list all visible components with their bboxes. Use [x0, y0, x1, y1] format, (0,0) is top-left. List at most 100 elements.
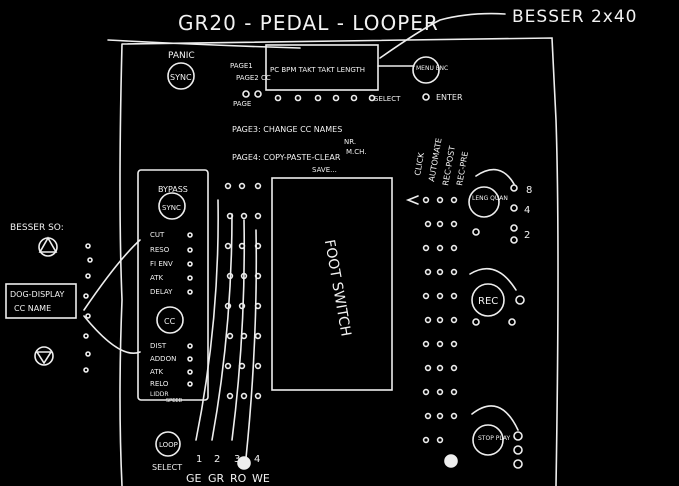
menu-encoder-knob[interactable]: [412, 56, 440, 84]
right-arrow: [405, 195, 419, 205]
right-led-column-3: [450, 196, 458, 420]
sketch-title: GR20 - PEDAL - LOOPER: [178, 11, 439, 35]
display-page-arrow: PAGE: [233, 100, 251, 108]
param-label-fienv: FI ENV: [150, 260, 173, 268]
panic-sync-knob[interactable]: [167, 62, 195, 90]
led: [85, 351, 91, 357]
led: [424, 364, 432, 372]
bypass-sync-knob[interactable]: [158, 192, 186, 220]
stop-play-knob[interactable]: [472, 424, 504, 456]
param-label-addon: ADDON: [150, 355, 176, 363]
page-button-b[interactable]: [254, 90, 262, 98]
display-button[interactable]: [314, 94, 322, 102]
page4-save: SAVE...: [312, 166, 337, 174]
param-led: [187, 343, 193, 349]
led: [450, 340, 458, 348]
param-led: [187, 369, 193, 375]
length-knob-arc: [475, 168, 515, 185]
wiring-lines: [195, 199, 258, 459]
bottom-num-2: 2: [214, 454, 220, 465]
page-button-a[interactable]: [242, 90, 250, 98]
panic-knob-label: SYNC: [170, 73, 192, 82]
menu-encoder-label: MENU ENC: [416, 65, 448, 72]
display-button[interactable]: [368, 94, 376, 102]
led: [422, 388, 430, 396]
led: [238, 182, 246, 190]
led: [436, 340, 444, 348]
triangle-knob: [38, 237, 58, 257]
led: [424, 268, 432, 276]
enclosure-outline: [119, 37, 559, 486]
led: [422, 292, 430, 300]
left-panel-box: [137, 169, 209, 401]
led: [436, 436, 444, 444]
led: [83, 333, 89, 339]
bypass-knob-label: SYNC: [162, 204, 181, 212]
loop-knob-label: LOOP: [159, 441, 178, 449]
param-label-liddr: LIDDR: [150, 391, 169, 398]
led: [450, 292, 458, 300]
led: [436, 196, 444, 204]
bottom-color-gr: GR: [208, 472, 225, 485]
bottom-num-4: 4: [254, 454, 260, 465]
display-button[interactable]: [332, 94, 340, 102]
led: [238, 302, 246, 310]
led: [226, 332, 234, 340]
display-buttons: [274, 94, 376, 102]
led: [450, 244, 458, 252]
cc-knob[interactable]: [156, 306, 184, 334]
page3-nr: NR.: [344, 138, 356, 146]
led: [83, 367, 89, 373]
param-led: [187, 381, 193, 387]
led: [226, 392, 234, 400]
led: [87, 257, 93, 263]
led: [450, 388, 458, 396]
title-underline-arrow: [107, 39, 301, 49]
display-button[interactable]: [274, 94, 282, 102]
right-label-recpost: REC-POST: [441, 145, 457, 186]
param-led: [187, 356, 193, 362]
led: [424, 220, 432, 228]
count-8: 8: [526, 185, 532, 196]
led: [450, 196, 458, 204]
led: [436, 364, 444, 372]
rec-knob[interactable]: [471, 283, 505, 317]
rec-knob-label: REC: [478, 296, 498, 307]
led: [254, 212, 262, 220]
led: [450, 316, 458, 324]
length-knob-label: LENG QUAN: [472, 195, 508, 202]
led: [240, 212, 248, 220]
led: [254, 182, 262, 190]
white-led-bottom-left: [237, 456, 251, 470]
rec-led-3: [472, 318, 480, 326]
led: [240, 392, 248, 400]
count-2: 2: [524, 230, 530, 241]
led: [424, 412, 432, 420]
display-button[interactable]: [350, 94, 358, 102]
left-panel-leds: [187, 232, 193, 387]
display-page2: PAGE2 CC: [236, 74, 271, 82]
stop-knob-arc: [471, 405, 519, 431]
led: [224, 362, 232, 370]
footswitch-label: FOOT SWITCH: [321, 238, 354, 337]
page4-text: PAGE4: COPY-PASTE-CLEAR: [232, 153, 341, 162]
display-button[interactable]: [294, 94, 302, 102]
count-led-2b: [510, 236, 518, 244]
bypass-label: BYPASS: [158, 185, 188, 194]
led: [85, 243, 91, 249]
length-quant-knob[interactable]: [468, 186, 500, 218]
bottom-num-3: 3: [234, 454, 240, 465]
led: [450, 412, 458, 420]
white-led-bottom-right: [444, 454, 458, 468]
loop-knob[interactable]: [155, 431, 181, 457]
enter-button[interactable]: [422, 93, 430, 101]
top-right-note: BESSER 2x40: [512, 7, 637, 27]
page3-mch: M.CH.: [346, 148, 367, 156]
right-label-recpre: REC-PRE: [455, 151, 470, 187]
bottom-num-1: 1: [196, 454, 202, 465]
panic-label: PANIC: [168, 51, 195, 61]
led: [436, 412, 444, 420]
lcd-display: [265, 44, 379, 91]
led: [436, 220, 444, 228]
